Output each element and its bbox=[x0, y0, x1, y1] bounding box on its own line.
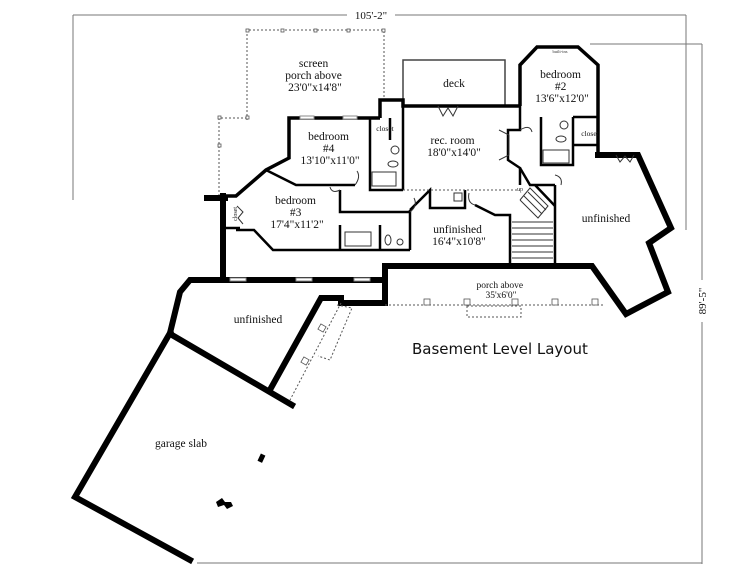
room-unfinished-left: unfinished bbox=[234, 314, 283, 326]
room-rec-room: rec. room 18'0"x14'0" bbox=[427, 135, 481, 159]
closet-bedroom-4-label: closet bbox=[376, 124, 394, 133]
deck-outline bbox=[402, 59, 506, 106]
room-screen-porch: screen porch above 23'0"x14'8" bbox=[285, 58, 344, 94]
small-labels: closet closet closet built-ins up bbox=[233, 49, 600, 221]
room-deck: deck bbox=[443, 78, 465, 90]
room-bedroom-2: bedroom #2 13'6"x12'0" bbox=[535, 69, 589, 105]
screen-porch-outline bbox=[217, 28, 386, 196]
closet-bedroom-3-label: closet bbox=[233, 207, 239, 221]
interior-walls bbox=[223, 106, 598, 266]
room-garage-slab: garage slab bbox=[155, 438, 207, 450]
stair-up-label: up bbox=[517, 187, 523, 193]
room-porch-above: porch above 35'x6'0" bbox=[476, 281, 525, 301]
width-dimension: 105'-2" bbox=[355, 10, 387, 22]
porch-above-outline bbox=[385, 298, 605, 318]
doors bbox=[236, 105, 635, 225]
page-title: Basement Level Layout bbox=[412, 340, 588, 358]
exterior-steps bbox=[289, 302, 353, 401]
stairs bbox=[512, 184, 556, 259]
garage-slab-markers bbox=[216, 453, 266, 509]
room-bedroom-4: bedroom #4 13'10"x11'0" bbox=[300, 131, 359, 167]
windows bbox=[229, 115, 371, 282]
closet-bedroom-2-label: closet bbox=[581, 129, 599, 138]
depth-dimension: 89'-5" bbox=[697, 288, 709, 315]
room-unfinished-right: unfinished bbox=[582, 213, 631, 225]
builtins-label: built-ins bbox=[552, 49, 567, 54]
room-unfinished-center: unfinished 16'4"x10'8" bbox=[432, 224, 486, 248]
dimension-lines: 105'-2" 89'-5" bbox=[72, 10, 709, 564]
room-bedroom-3: bedroom #3 17'4"x11'2" bbox=[270, 195, 323, 231]
exterior-walls bbox=[70, 45, 675, 565]
fixtures bbox=[344, 120, 570, 247]
room-labels: screen porch above 23'0"x14'8" deck bedr… bbox=[155, 58, 631, 450]
